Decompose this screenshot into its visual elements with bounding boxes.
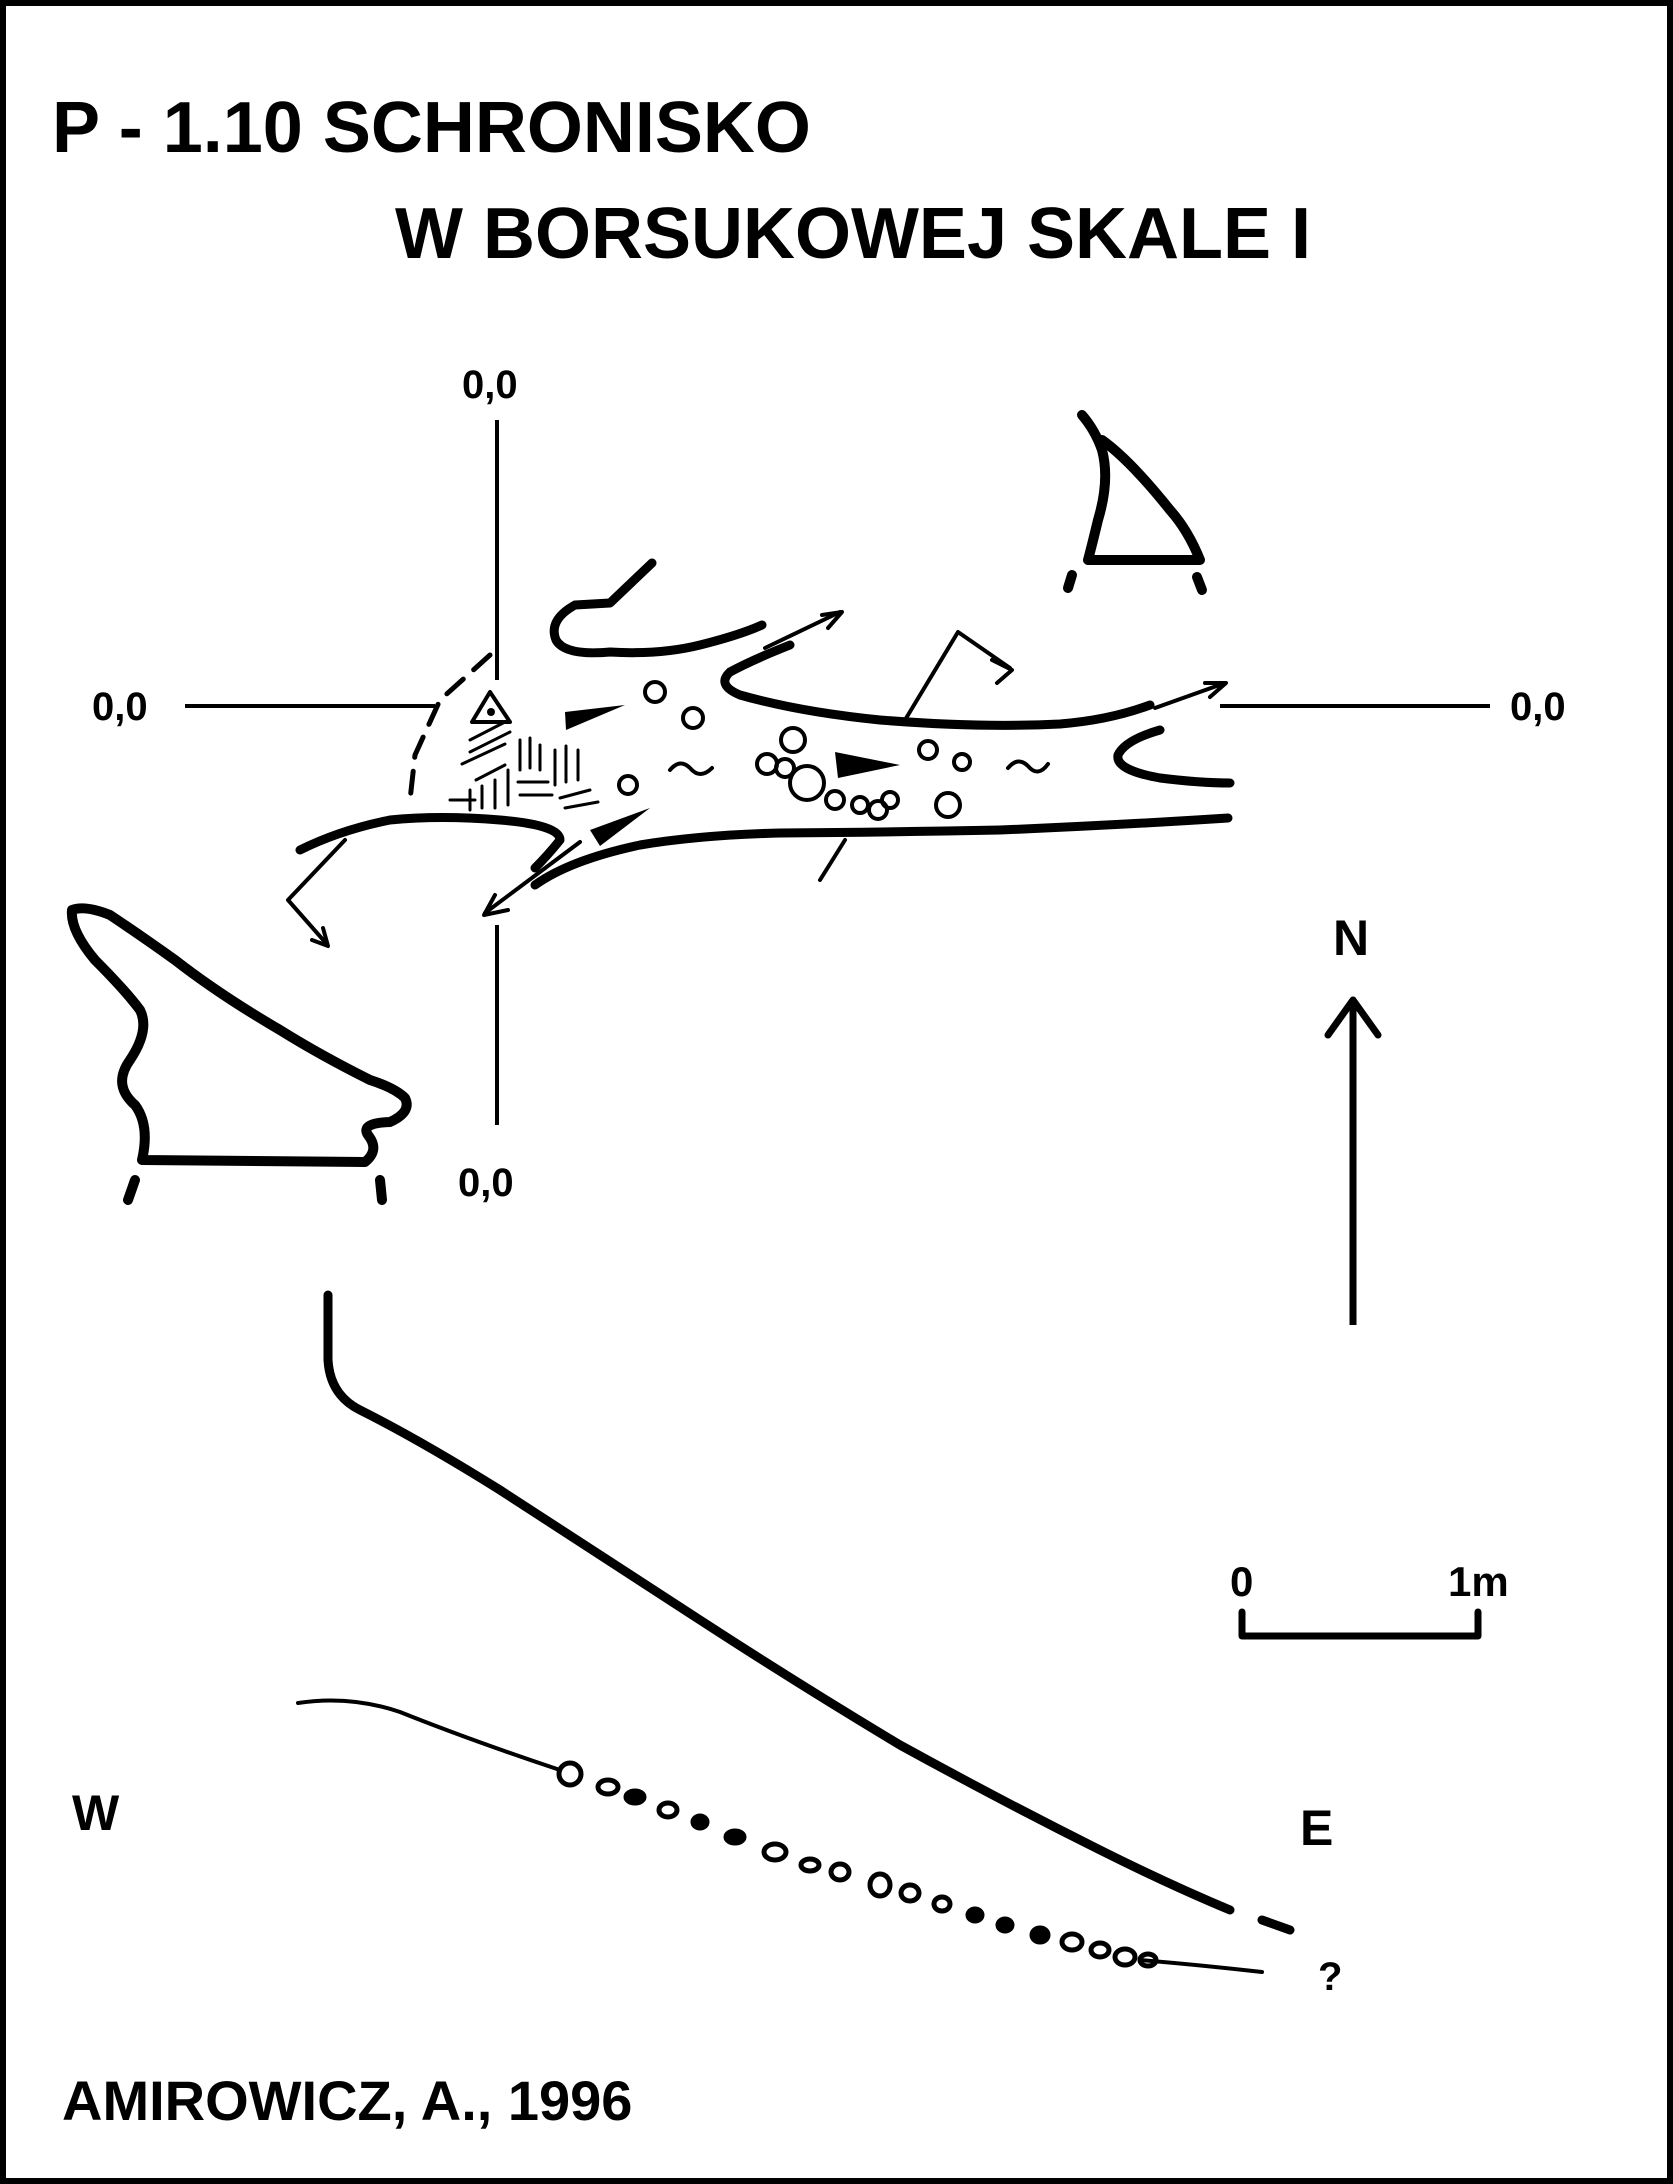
north-arrow <box>1324 996 1382 1325</box>
cave-plan <box>66 410 1235 1205</box>
scale-bar <box>1238 1608 1482 1640</box>
title-line-1: P - 1.10 SCHRONISKO <box>52 88 811 168</box>
wedge-1 <box>565 705 625 730</box>
wedge-2 <box>590 808 650 846</box>
north-label: N <box>1333 910 1369 966</box>
title-line-2: W BORSUKOWEJ SKALE I <box>395 194 1311 274</box>
axis-label-top: 0,0 <box>462 363 518 407</box>
scale-label-end: 1m <box>1448 1558 1509 1605</box>
cave-section <box>296 1290 1295 1974</box>
section-west-label: W <box>72 1785 120 1841</box>
axis-label-left: 0,0 <box>92 685 148 729</box>
axis-label-bottom: 0,0 <box>458 1161 514 1205</box>
axis-label-right: 0,0 <box>1510 685 1566 729</box>
wedge-3 <box>835 752 900 778</box>
section-unknown-mark: ? <box>1318 1955 1342 1999</box>
datum-cross <box>185 420 1490 1125</box>
scale-label-start: 0 <box>1230 1558 1253 1605</box>
author-credit: AMIROWICZ, A., 1996 <box>62 2069 632 2132</box>
section-east-label: E <box>1300 1800 1333 1856</box>
